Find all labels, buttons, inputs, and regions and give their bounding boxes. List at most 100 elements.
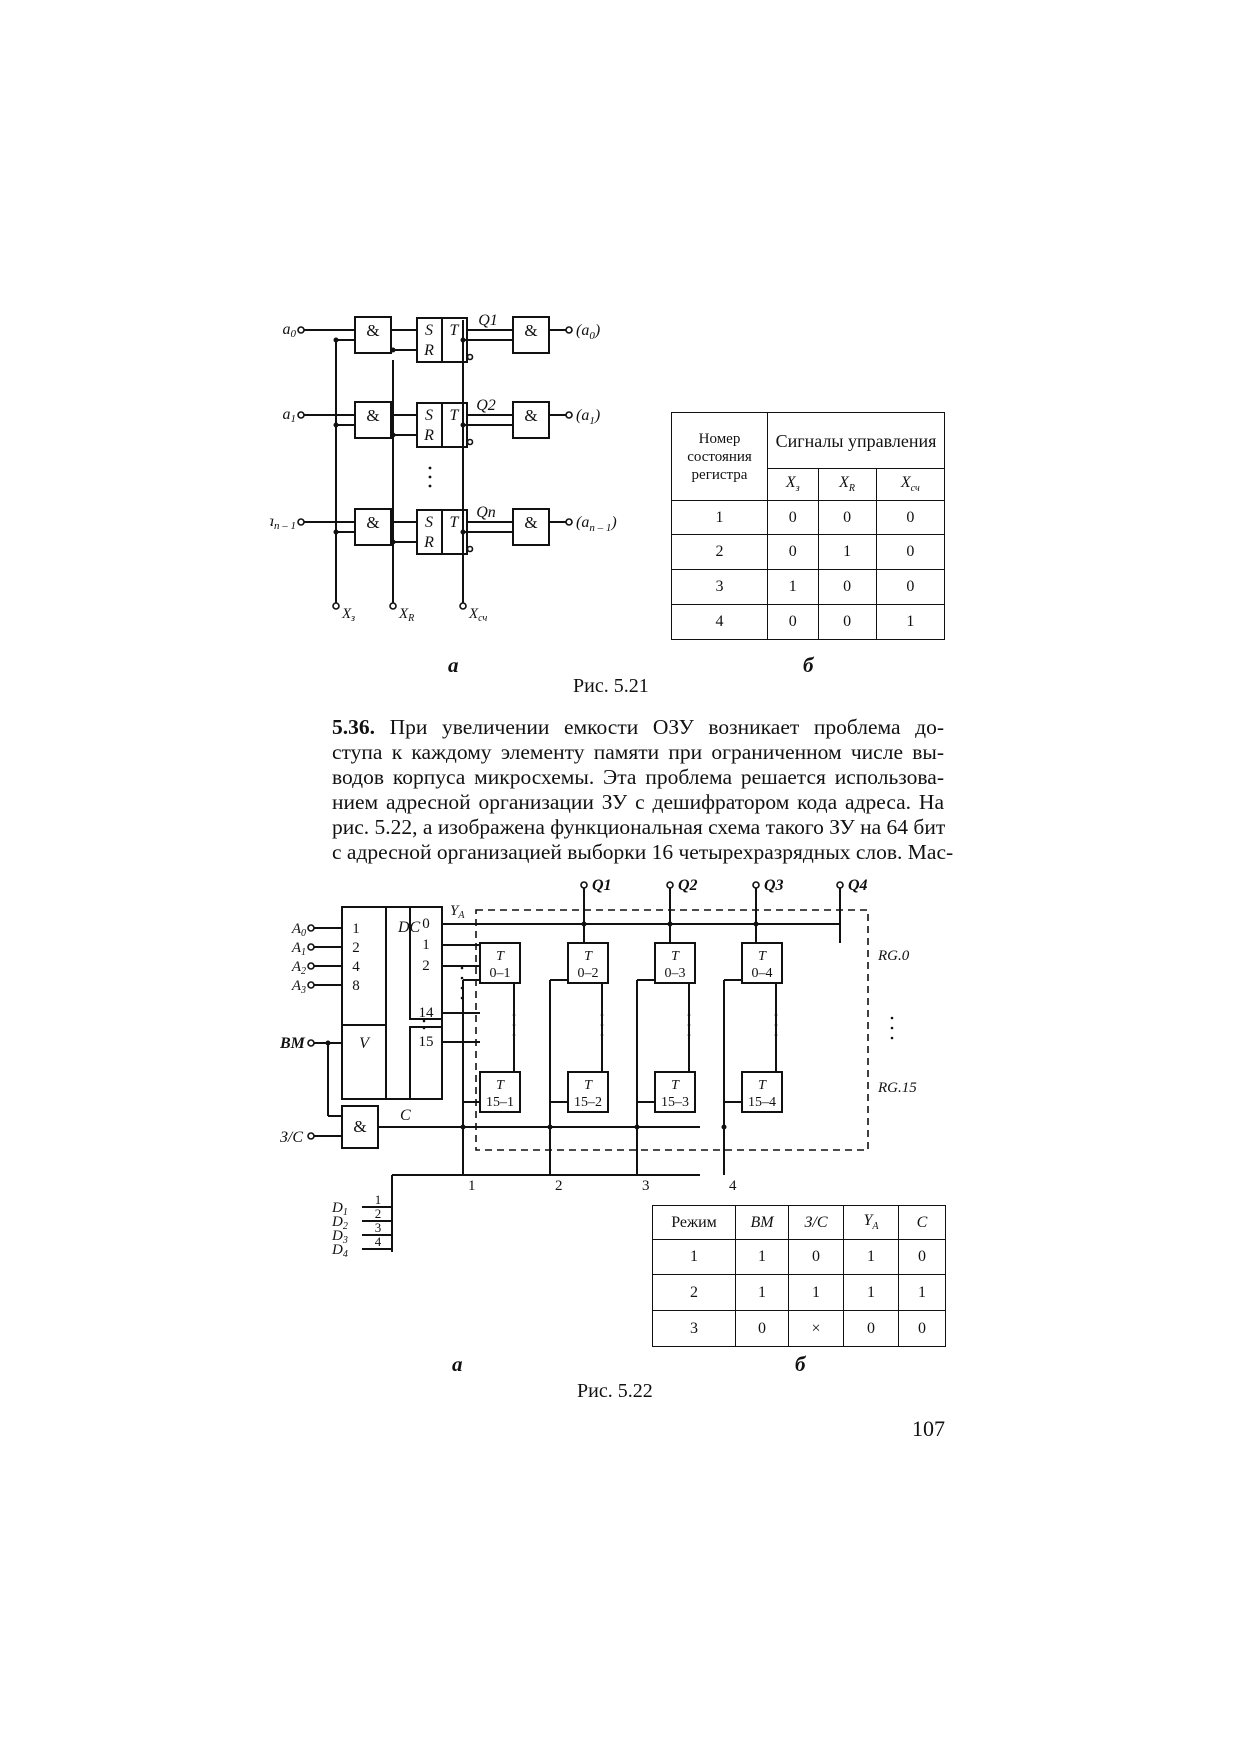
q3-output-label: Q3: [764, 877, 784, 894]
data-input-d4: D: [331, 1242, 343, 1258]
zs-label: З/С: [280, 1129, 303, 1146]
data-input-d3: D: [331, 1228, 343, 1244]
fig522-caption: Рис. 5.22: [577, 1380, 653, 1402]
col-xr: X: [839, 474, 849, 492]
fig522-sublabel-a: а: [452, 1352, 463, 1376]
cell-t-label: T: [496, 949, 505, 964]
table-header-mode: Режим: [652, 1205, 736, 1240]
control-xz-label: X: [341, 606, 352, 622]
dc-output-label: 2: [422, 958, 430, 974]
flipflop-s-label: S: [425, 514, 433, 531]
fig521-and-gate-label: &: [524, 321, 537, 340]
table-header-state: Номер состояния регистра: [671, 412, 768, 501]
address-input-a2: A: [291, 959, 302, 975]
bus-number: 3: [642, 1178, 650, 1194]
flipflop-s-label: S: [425, 407, 433, 424]
cell-t-label: T: [496, 1078, 505, 1093]
svg-text:D4: D4: [331, 1242, 348, 1260]
address-input-a3: A: [291, 978, 302, 994]
table-header-bm: BM: [735, 1205, 789, 1240]
svg-text:D1: D1: [331, 1200, 348, 1218]
cell-t-label: T: [584, 1078, 593, 1093]
svg-text:D3: D3: [331, 1228, 348, 1246]
svg-text:(a0): (a0): [576, 322, 600, 342]
svg-text:(an – 1): (an – 1): [576, 514, 617, 534]
dc-output-label: 14: [419, 1005, 435, 1021]
c-label: C: [400, 1107, 411, 1124]
paragraph-5-36: 5.36. При увеличении емкости ОЗУ возника…: [332, 715, 953, 865]
fig521-output-an1: (a: [576, 514, 589, 531]
ya-label: Y: [450, 903, 460, 919]
fig521-output-a1: (a: [576, 407, 589, 424]
address-input-a0: A: [291, 921, 302, 937]
q4-output-label: Q4: [848, 877, 868, 894]
fig521-input-a0: a: [283, 321, 291, 338]
data-number: 1: [375, 1192, 382, 1207]
paragraph-line: ступа к каждому элементу памяти при огра…: [332, 740, 944, 764]
bus-number: 4: [729, 1178, 737, 1194]
control-xr-label: X: [398, 606, 409, 622]
paragraph-number: 5.36.: [332, 715, 375, 739]
flipflop-r-label: R: [423, 427, 434, 444]
cell-label-15-1: 15–1: [486, 1095, 514, 1110]
rg15-label: RG.15: [877, 1080, 917, 1096]
dc-output-label: 0: [422, 916, 430, 932]
table-header-zs: З/С: [788, 1205, 844, 1240]
cell-label-0-4: 0–4: [752, 966, 773, 981]
cell-t-label: T: [584, 949, 593, 964]
v-label: V: [359, 1035, 371, 1052]
svg-text:(a1): (a1): [576, 407, 600, 427]
flipflop-s-label: S: [425, 322, 433, 339]
fig521-output-a0: (a: [576, 322, 589, 339]
fig521-sublabel-b: б: [803, 653, 814, 677]
cell-label-0-1: 0–1: [490, 966, 511, 981]
svg-text:A0: A0: [291, 921, 306, 939]
fig521-and-gate-label: &: [366, 513, 379, 532]
flipflop-t-label: T: [450, 407, 460, 424]
table-header-ya: Y: [863, 1212, 873, 1230]
qn-label: Qn: [476, 504, 496, 521]
fig521-and-gate-label: &: [524, 513, 537, 532]
data-number: 4: [375, 1234, 382, 1249]
col-xz: X: [785, 474, 796, 492]
q1-output-label: Q1: [592, 877, 612, 894]
cell-label-0-3: 0–3: [665, 966, 686, 981]
bm-label: BM: [280, 1035, 306, 1052]
control-xsch-label: X: [468, 606, 479, 622]
fig521-caption: Рис. 5.21: [573, 675, 649, 697]
svg-text:D2: D2: [331, 1214, 348, 1232]
fig521-and-gate-label: &: [366, 406, 379, 425]
col-xsch: X: [900, 474, 911, 492]
weight-label: 8: [352, 978, 360, 994]
fig522-sublabel-b: б: [795, 1352, 806, 1376]
bus-number: 2: [555, 1178, 563, 1194]
table-header-signals: Сигналы управления: [767, 412, 945, 469]
rg0-label: RG.0: [877, 948, 910, 964]
address-input-a1: A: [291, 940, 302, 956]
data-input-d2: D: [331, 1214, 343, 1230]
paragraph-line: нием адресной организации ЗУ с дешифрато…: [332, 790, 944, 814]
flipflop-t-label: T: [450, 322, 460, 339]
paragraph-line: рис. 5.22, а изображена функциональная с…: [332, 815, 946, 839]
cell-t-label: T: [671, 949, 680, 964]
fig-5-22-schematic: Q1 Q2 Q3 Q4 A0 A1 A2 A3 1 2 4 8 0 1 2 14…: [280, 877, 917, 1260]
cell-label-0-2: 0–2: [578, 966, 599, 981]
fig521-input-an1: a: [270, 513, 274, 530]
fig521-sublabel-a: а: [448, 653, 459, 677]
flipflop-r-label: R: [423, 534, 434, 551]
dc-label: DC: [397, 919, 421, 936]
fig521-input-a1: a: [283, 406, 291, 423]
cell-t-label: T: [758, 1078, 767, 1093]
q2-label: Q2: [476, 397, 496, 414]
svg-text:XR: XR: [398, 606, 414, 624]
svg-text:A3: A3: [291, 978, 306, 996]
fig521-and-gate-label: &: [366, 321, 379, 340]
flipflop-r-label: R: [423, 342, 434, 359]
and-gate-label: &: [353, 1117, 366, 1136]
